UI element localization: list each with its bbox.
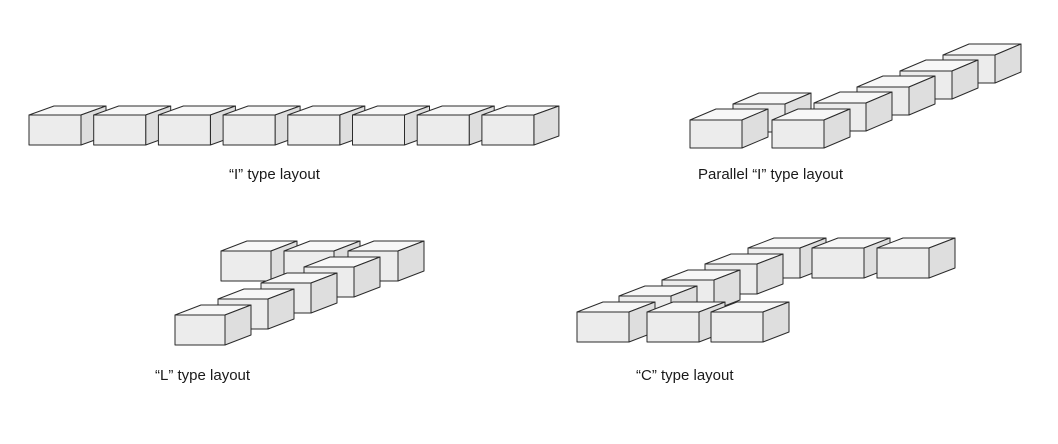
c-type-layout-group [576, 237, 956, 343]
c-type-layout-caption: “C” type layout [636, 367, 734, 384]
c-type-box-9 [710, 301, 790, 343]
parallel-i-type-box-7 [771, 108, 851, 149]
l-type-layout-group [174, 240, 425, 346]
l-type-box-7 [174, 304, 252, 346]
l-type-layout-caption: “L” type layout [155, 367, 251, 384]
c-type-box-3 [876, 237, 956, 279]
c-type-box-7 [576, 301, 656, 343]
parallel-i-type-box-6 [689, 108, 769, 149]
i-type-box-8 [481, 105, 560, 146]
parallel-i-type-layout-caption: Parallel “I” type layout [698, 166, 844, 183]
i-type-layout-caption: “I” type layout [229, 166, 320, 183]
i-type-layout-group [28, 105, 560, 146]
parallel-i-type-layout-group [689, 43, 1022, 149]
i-type-box-2 [93, 105, 172, 146]
c-type-box-4 [704, 253, 784, 295]
